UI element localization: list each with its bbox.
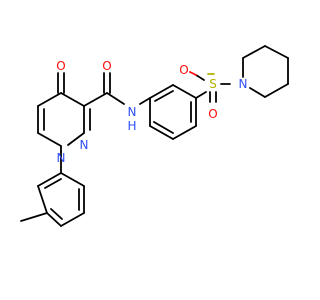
bond — [172, 84, 197, 99]
atom-label-carbonyl-o: O — [56, 59, 65, 73]
atom-label-amide-h: H — [127, 119, 136, 133]
bond — [264, 83, 289, 98]
bond — [242, 45, 266, 59]
bond — [37, 92, 62, 107]
bond — [46, 212, 62, 227]
bond — [172, 125, 197, 140]
atom-label-ring-n2: N — [80, 138, 89, 152]
bond — [44, 178, 62, 189]
bond — [189, 71, 197, 76]
bond — [60, 212, 85, 227]
bond — [60, 92, 85, 107]
bond — [195, 74, 205, 81]
bond — [249, 87, 266, 98]
bond — [106, 92, 125, 105]
atom-label-sulfonyl-o-bottom: O — [208, 107, 217, 121]
atom-label-sulfonyl-s: S — [209, 77, 217, 91]
bonds — [20, 45, 289, 227]
bond — [139, 97, 151, 105]
atom-label-amide-o: O — [102, 59, 111, 73]
bond — [149, 125, 174, 140]
bond — [37, 185, 48, 214]
bond — [83, 92, 108, 107]
bond — [149, 84, 174, 99]
bond — [67, 132, 85, 146]
chemical-structure-diagram: O O N H N N S O O N — [20, 45, 289, 227]
atom-label-sulfonyl-o-left: O — [179, 63, 188, 77]
atom-label-amide-n: N — [128, 105, 137, 119]
bond — [37, 132, 62, 147]
atom-label-piperidine-n: N — [239, 77, 248, 91]
bond — [37, 172, 62, 187]
atom-labels: O O N H N N S O O N — [56, 59, 247, 165]
bond — [20, 212, 48, 222]
bond — [195, 91, 207, 99]
atom-label-ring-n1: N — [57, 151, 66, 165]
bond — [154, 90, 174, 102]
bond — [153, 121, 174, 134]
bond — [60, 172, 85, 187]
bond — [264, 45, 289, 59]
bond — [50, 208, 63, 220]
